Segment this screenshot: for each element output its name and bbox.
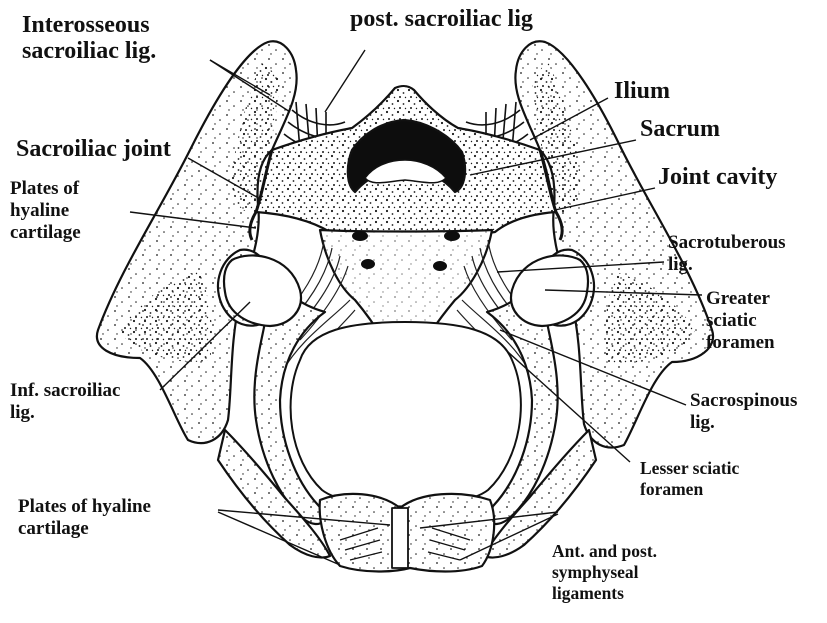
label-plates-of-hyaline-cartilage-top: Plates of hyaline cartilage [10,178,81,244]
label-sacroiliac-joint: Sacroiliac joint [16,136,171,162]
label-joint-cavity: Joint cavity [658,164,777,190]
label-sacrum: Sacrum [640,116,720,142]
pelvic-inlet [291,322,521,507]
label-ilium: Ilium [614,78,670,104]
label-inf-sacroiliac-lig: Inf. sacroiliac lig. [10,380,120,424]
label-lesser-sciatic-foramen: Lesser sciatic foramen [640,458,739,500]
label-interosseous-sacroiliac-lig: Interosseous sacroiliac lig. [22,12,156,65]
label-symphyseal-ligaments: Ant. and post. symphyseal ligaments [552,541,657,604]
pubic-symphysis [320,494,494,572]
label-sacrotuberous-lig: Sacrotuberous lig. [668,232,786,276]
sacrum [256,86,556,238]
label-sacrospinous-lig: Sacrospinous lig. [690,390,797,434]
label-plates-of-hyaline-cartilage-bottom: Plates of hyaline cartilage [18,496,151,540]
label-post-sacroiliac-lig: post. sacroiliac lig [350,6,533,32]
label-greater-sciatic-foramen: Greater sciatic foramen [706,288,775,354]
